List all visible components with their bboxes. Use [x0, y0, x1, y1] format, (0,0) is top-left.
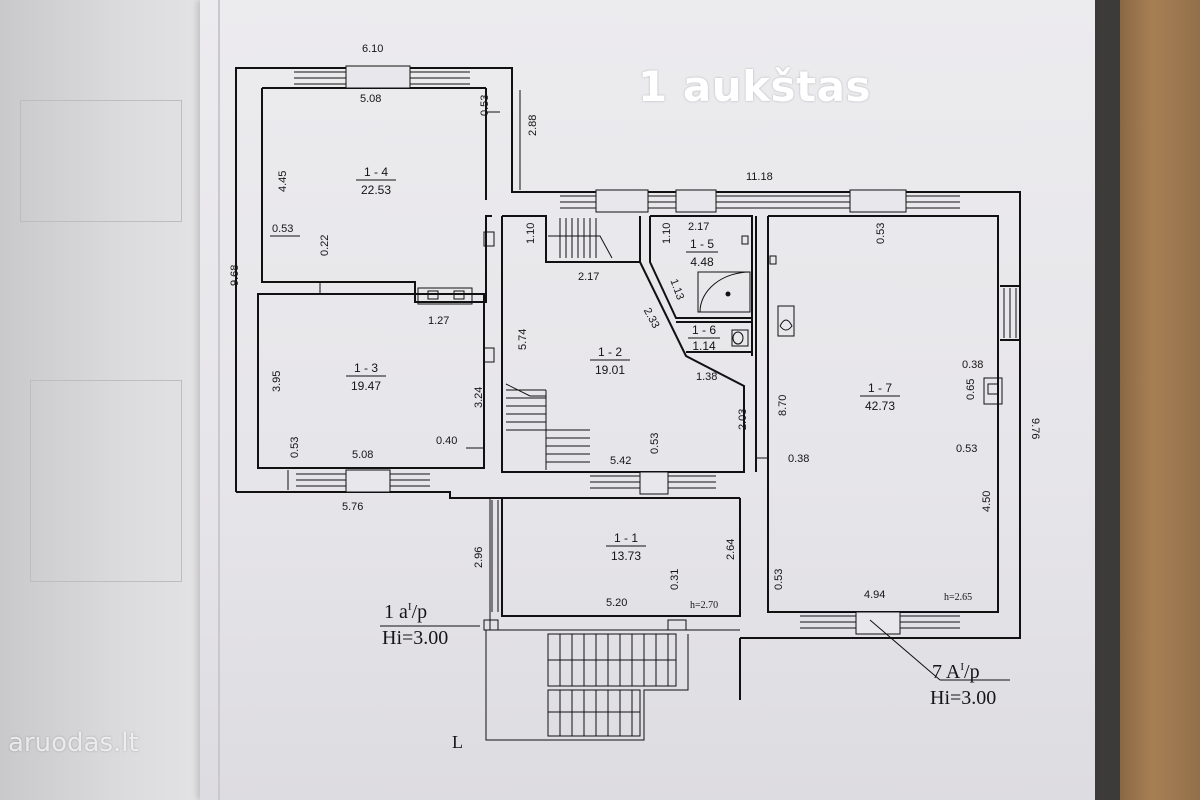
dim-top-1118: 11.18 [746, 171, 773, 183]
room-label-1-1: 1 - 1 13.73 [606, 531, 646, 563]
dim-mid-870: 8.70 [777, 395, 789, 416]
ghost-drawing [20, 100, 182, 222]
outer-walls [235, 67, 1021, 741]
dim-r17-038: 0.38 [962, 359, 983, 371]
room-area: 1.14 [692, 339, 716, 353]
room-id: 1 - 1 [614, 531, 638, 545]
stove-fixture [741, 235, 795, 337]
dim-r12-203: 2.03 [737, 409, 749, 430]
door-markers [483, 231, 687, 631]
room-label-1-4: 1 - 4 22.53 [356, 165, 396, 197]
dim-r15-width: 2.17 [688, 221, 709, 233]
toilet-fixture [731, 329, 749, 347]
dim-r15-110: 1.10 [661, 223, 673, 244]
ghost-drawing [30, 380, 182, 582]
dim-r13-inner: 3.24 [473, 387, 485, 408]
dim-r14-wall: 0.53 [479, 95, 491, 116]
dim-r17-494: 4.94 [864, 589, 885, 601]
room-label-1-3: 1 - 3 19.47 [346, 361, 386, 393]
dim-r13-bottom-wall: 0.53 [289, 437, 301, 458]
dim-stair-217: 2.17 [578, 271, 599, 283]
dim-r14-width: 5.08 [360, 93, 381, 105]
windows [294, 65, 1017, 635]
room-area: 19.01 [595, 363, 625, 377]
floor-level-left-height: Hi=3.00 [382, 627, 448, 649]
shower-fixture [697, 271, 751, 313]
porch-steps [547, 633, 677, 737]
room-label-1-2: 1 - 2 19.01 [590, 345, 630, 377]
dim-r17-450: 4.50 [981, 491, 993, 512]
dim-r11-264: 2.64 [725, 539, 737, 560]
dim-bottom-576: 5.76 [342, 501, 363, 513]
floor-level-left-code: 1 aI/p [384, 601, 427, 623]
dim-vent: 1.27 [428, 315, 449, 327]
room-id: 1 - 2 [598, 345, 622, 359]
dim-r13-040: 0.40 [436, 435, 457, 447]
dim-r17-976: 9.76 [1029, 418, 1041, 439]
dim-ext-288: 2.88 [527, 115, 539, 136]
dim-r17-053: 0.53 [875, 223, 887, 244]
room-id: 1 - 6 [692, 323, 716, 337]
floor-level-right: 7 AI/p Hi=3.00 [930, 661, 996, 709]
room-id: 1 - 5 [690, 237, 714, 251]
room-id: 1 - 3 [354, 361, 378, 375]
corner-letter: L [452, 732, 463, 752]
page-title: 1 aukštas [638, 62, 871, 111]
dim-r12-053: 0.53 [649, 433, 661, 454]
height-room-1-1: h=2.70 [690, 600, 718, 611]
height-room-1-7: h=2.65 [944, 592, 972, 603]
dimension-lines [270, 90, 1010, 681]
dim-r11-296: 2.96 [473, 547, 485, 568]
floor-level-right-height: Hi=3.00 [930, 687, 996, 709]
dim-r12-542: 5.42 [610, 455, 631, 467]
dim-r15-113: 1.13 [667, 277, 686, 301]
dim-r17-bottom-053: 0.53 [773, 569, 785, 590]
staircase-lower [505, 383, 590, 470]
watermark-logo: aruodas.lt [8, 728, 139, 758]
background-dark-edge [1090, 0, 1120, 800]
dim-diag-233: 2.33 [641, 306, 662, 331]
chimney-vents [417, 287, 473, 305]
paper-margin-line [218, 0, 220, 800]
dim-r17-065: 0.65 [965, 379, 977, 400]
room-label-1-6: 1 - 6 1.14 [688, 323, 720, 353]
room-label-1-5: 1 - 5 4.48 [686, 237, 718, 269]
background-wood [1120, 0, 1200, 800]
dim-r14-side: 0.53 [272, 223, 293, 235]
dim-top-width: 6.10 [362, 43, 383, 55]
dim-r17-side-053: 0.53 [956, 443, 977, 455]
room-id: 1 - 4 [364, 165, 388, 179]
dim-r13-width: 5.08 [352, 449, 373, 461]
dim-r11-031: 0.31 [669, 569, 681, 590]
room-area: 4.48 [690, 255, 714, 269]
room-area: 19.47 [351, 379, 381, 393]
floor-level-right-code: 7 AI/p [932, 661, 980, 683]
fireplace-fixture [983, 377, 1003, 405]
room-area: 13.73 [611, 549, 641, 563]
room-area: 42.73 [865, 399, 895, 413]
room-area: 22.53 [361, 183, 391, 197]
room-label-1-7: 1 - 7 42.73 [860, 381, 900, 413]
dim-r13-height: 3.95 [271, 371, 283, 392]
dim-left-total: 9.68 [229, 265, 241, 286]
dim-r12-574: 5.74 [517, 329, 529, 350]
dim-mid-038: 0.38 [788, 453, 809, 465]
floor-level-left: 1 aI/p Hi=3.00 [382, 601, 448, 649]
staircase-upper [548, 218, 613, 259]
paper-sheet [200, 0, 1095, 800]
room-id: 1 - 7 [868, 381, 892, 395]
dim-r11-520: 5.20 [606, 597, 627, 609]
dim-r14-gap: 0.22 [319, 235, 331, 256]
dim-stair-110: 1.10 [525, 223, 537, 244]
background-left-page [0, 0, 215, 800]
dim-r12-138: 1.38 [696, 371, 717, 383]
dim-r14-height: 4.45 [277, 171, 289, 192]
